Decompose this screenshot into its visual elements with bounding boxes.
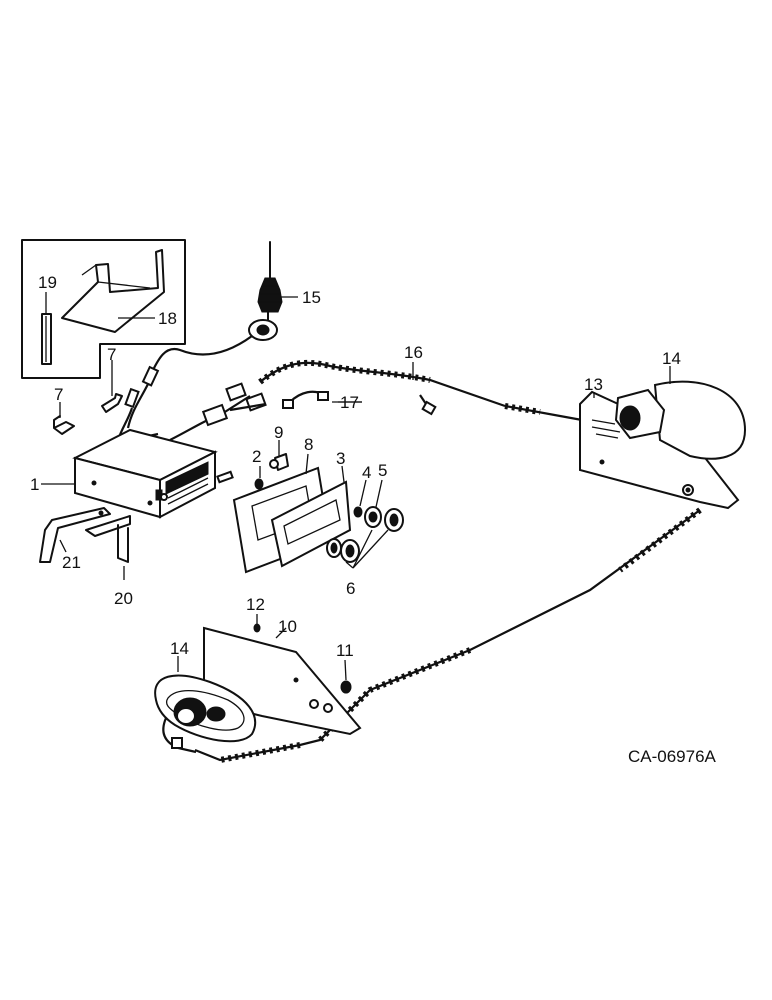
callout-12: 12 <box>246 595 265 614</box>
leader-lines <box>41 292 671 681</box>
callout-16: 16 <box>404 343 423 362</box>
clips-7 <box>53 393 123 435</box>
knobs <box>326 506 404 569</box>
callout-10: 10 <box>278 617 297 636</box>
callout-7a: 7 <box>107 345 116 364</box>
radio-unit <box>72 428 234 519</box>
diagram-code: CA-06976A <box>628 747 717 766</box>
antenna <box>248 241 283 341</box>
callout-19: 19 <box>38 273 57 292</box>
callout-9: 9 <box>274 423 283 442</box>
left-speaker-assembly <box>154 623 362 754</box>
callout-2: 2 <box>252 447 261 466</box>
callout-15: 15 <box>302 288 321 307</box>
right-speaker-assembly <box>579 380 747 510</box>
wire-17 <box>282 390 362 409</box>
callout-8: 8 <box>304 435 313 454</box>
knob-shaft <box>254 453 289 490</box>
mount-brackets <box>39 507 131 563</box>
callout-3: 3 <box>336 449 345 468</box>
bezel-plates <box>232 466 352 574</box>
callout-11: 11 <box>336 641 354 660</box>
callout-6: 6 <box>346 579 355 598</box>
radio-harness <box>117 382 267 453</box>
callout-5: 5 <box>378 461 387 480</box>
callout-1: 1 <box>30 475 39 494</box>
callout-20: 20 <box>114 589 133 608</box>
callout-14a: 14 <box>662 349 681 368</box>
callout-7b: 7 <box>54 385 63 404</box>
callout-14b: 14 <box>170 639 189 658</box>
callout-4: 4 <box>362 463 371 482</box>
inset-box <box>21 239 186 379</box>
antenna-lead <box>116 335 253 441</box>
callout-labels: 1 2 3 4 5 6 7 7 8 9 10 11 12 13 14 14 15… <box>30 273 681 660</box>
callout-17: 17 <box>340 393 359 412</box>
callout-13: 13 <box>584 375 603 394</box>
callout-18: 18 <box>158 309 177 328</box>
callout-21: 21 <box>62 553 81 572</box>
